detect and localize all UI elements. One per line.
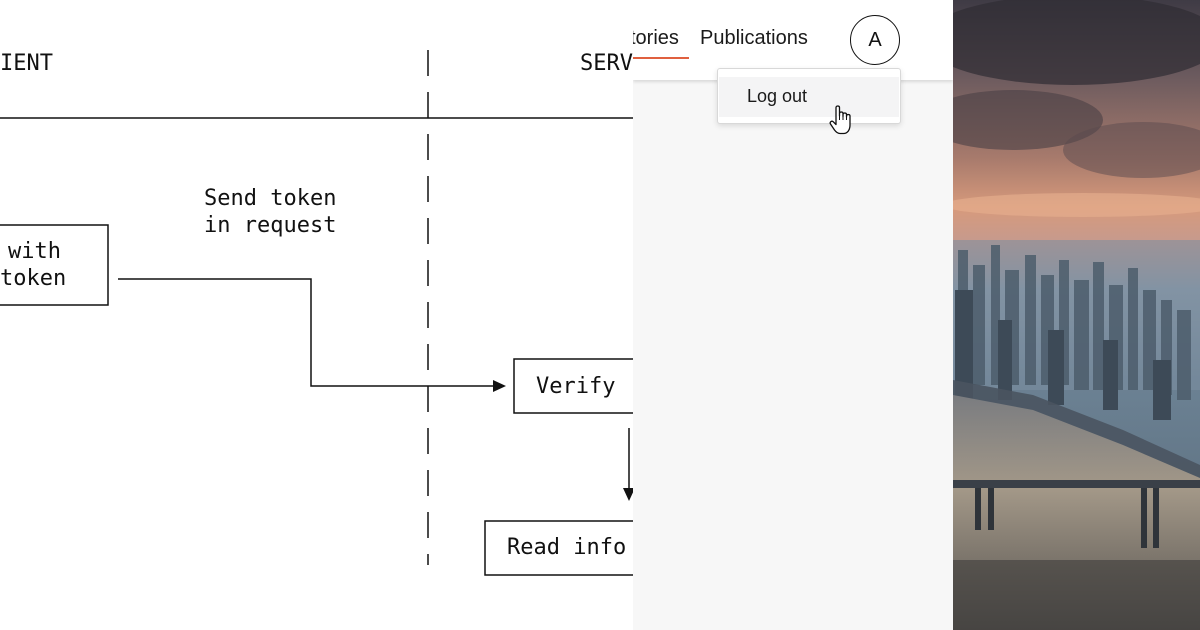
city-skyline-photo — [953, 0, 1200, 630]
nav-link-stories[interactable]: tories — [633, 27, 679, 49]
pointer-hand-icon — [828, 103, 860, 142]
verify-to-read-arrowhead — [623, 488, 633, 501]
read-info-box-label: Read info — [507, 535, 626, 560]
user-avatar-button[interactable]: A — [850, 15, 900, 65]
logout-menu-item[interactable]: Log out — [719, 77, 899, 117]
avatar-initial: A — [868, 28, 882, 51]
logout-label: Log out — [747, 86, 808, 106]
client-box-line1: with — [8, 239, 61, 264]
active-tab-underline — [633, 57, 689, 59]
client-box-line2: token — [0, 266, 66, 291]
read-info-box — [484, 520, 633, 576]
verify-box — [513, 358, 633, 414]
request-connector — [118, 278, 495, 387]
verify-box-label: Verify — [536, 374, 615, 399]
server-column-header: SERV — [580, 51, 633, 76]
auth-flow-diagram: IENT SERV Send token in request with tok… — [0, 50, 633, 576]
client-column-header: IENT — [0, 51, 53, 76]
site-ui-panel: tories Publications A Log out — [633, 0, 953, 630]
nav-link-publications[interactable]: Publications — [700, 27, 808, 49]
user-menu-dropdown: Log out — [717, 68, 901, 124]
request-arrowhead — [493, 380, 506, 392]
send-token-label-line1: Send token — [204, 186, 336, 211]
client-request-box — [0, 224, 109, 306]
top-navigation-bar: tories Publications A — [633, 0, 953, 80]
send-token-label-line2: in request — [204, 213, 336, 238]
